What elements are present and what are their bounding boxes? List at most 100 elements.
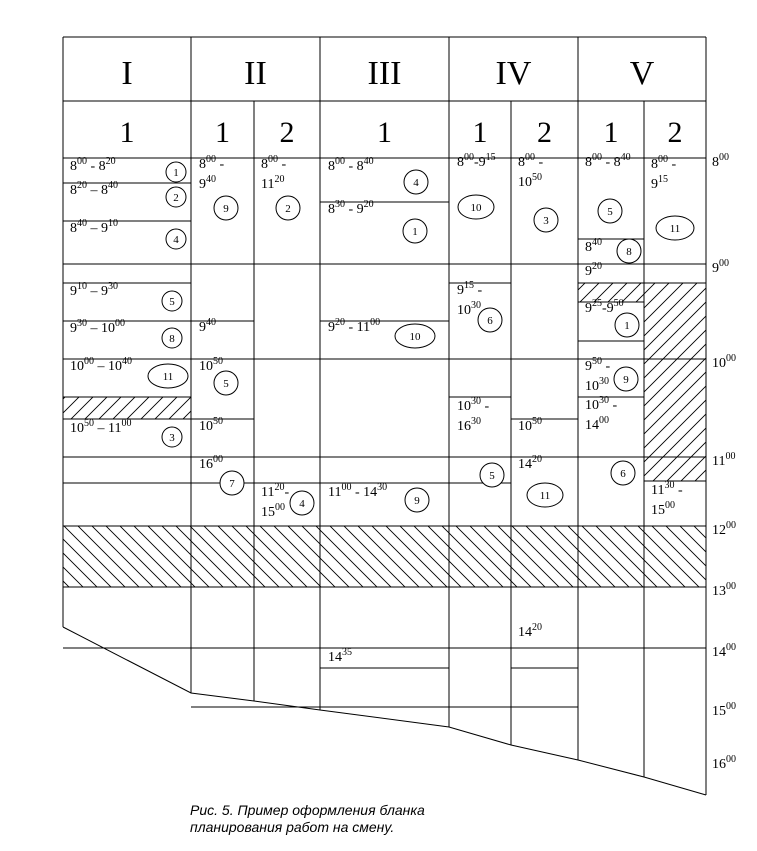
slot-time-15-1: 800​ - 840​ xyxy=(328,156,374,174)
svg-text:1: 1 xyxy=(173,167,179,179)
task-number-badge: 10 xyxy=(394,323,436,349)
slot-time-27-1: 1420​ xyxy=(518,622,542,640)
task-number-badge: 5 xyxy=(213,370,239,396)
svg-text:6: 6 xyxy=(620,468,626,480)
svg-text:5: 5 xyxy=(489,470,495,482)
hour-label-4: 1100​ xyxy=(712,451,735,469)
slot-time-10-1: 1050​ xyxy=(199,356,223,374)
slot-time-13-1: 800​ - xyxy=(261,154,287,172)
task-number-badge: 1 xyxy=(402,218,428,244)
slot-time-33-2: 1400​ xyxy=(585,415,609,433)
task-number-badge: 5 xyxy=(597,198,623,224)
shift-subheader-8: 2 xyxy=(668,116,683,149)
form-bottom-edge xyxy=(62,626,707,796)
task-number-badge: 1 xyxy=(165,161,187,183)
slot-time-35-2: 915​ xyxy=(651,174,668,192)
svg-text:2: 2 xyxy=(285,203,291,215)
workplace-header-5: V xyxy=(630,55,655,92)
slot-time-16-1: 830​ - 920​ xyxy=(328,199,374,217)
svg-text:3: 3 xyxy=(543,215,549,227)
svg-text:10: 10 xyxy=(410,331,422,343)
shift-subheader-3: 2 xyxy=(280,116,295,149)
svg-text:9: 9 xyxy=(414,495,420,507)
task-number-badge: 2 xyxy=(275,195,301,221)
slot-time-33-1: 1030​ - xyxy=(585,395,618,413)
slot-time-30-1: 920​ xyxy=(585,261,602,279)
slot-time-31-1: 925​-950​ xyxy=(585,298,624,316)
task-number-badge: 6 xyxy=(610,460,636,486)
slot-time-26-1: 1420​ xyxy=(518,454,542,472)
svg-text:5: 5 xyxy=(223,378,229,390)
hour-label-7: 1400​ xyxy=(712,642,736,660)
task-number-badge: 4 xyxy=(403,169,429,195)
slot-time-8-2: 940​ xyxy=(199,174,216,192)
slot-time-24-2: 1050​ xyxy=(518,172,542,190)
svg-text:8: 8 xyxy=(626,246,632,258)
shift-subheader-4: 1 xyxy=(377,116,392,149)
slot-time-12-1: 1600​ xyxy=(199,454,223,472)
slot-time-36-2: 1500​ xyxy=(651,500,675,518)
task-number-badge: 9 xyxy=(213,195,239,221)
svg-text:10: 10 xyxy=(471,202,483,214)
slot-time-18-1: 1100​ - 1430​ xyxy=(328,482,387,500)
slot-time-21-1: 915​ - xyxy=(457,280,483,298)
slot-time-6-1: 1000​ – 1040​ xyxy=(70,356,132,374)
task-number-badge: 4 xyxy=(289,490,315,516)
task-number-badge: 1 xyxy=(614,312,640,338)
svg-text:7: 7 xyxy=(229,478,235,490)
workplace-header-4: IV xyxy=(496,55,532,92)
task-number-badge: 7 xyxy=(219,470,245,496)
break-hatch-col-7 xyxy=(578,283,644,302)
slot-time-14-1: 1120​- xyxy=(261,482,289,500)
workplace-header-2: II xyxy=(244,55,267,92)
slot-time-22-2: 1630​ xyxy=(457,416,481,434)
svg-text:4: 4 xyxy=(299,498,305,510)
task-number-badge: 9 xyxy=(613,366,639,392)
svg-text:9: 9 xyxy=(623,374,629,386)
svg-text:11: 11 xyxy=(670,223,681,235)
svg-text:4: 4 xyxy=(413,177,419,189)
svg-text:5: 5 xyxy=(607,206,613,218)
task-number-badge: 2 xyxy=(165,186,187,208)
slot-time-22-1: 1030​ - xyxy=(457,396,490,414)
svg-text:8: 8 xyxy=(169,333,175,345)
slot-time-25-1: 1050​ xyxy=(518,416,542,434)
slot-time-3-1: 840​ – 910​ xyxy=(70,218,118,236)
shift-subheader-5: 1 xyxy=(473,116,488,149)
slot-time-2-1: 820​ – 840​ xyxy=(70,180,118,198)
svg-text:1: 1 xyxy=(412,226,418,238)
shift-subheader-6: 2 xyxy=(537,116,552,149)
slot-time-4-1: 910​ – 930​ xyxy=(70,281,118,299)
task-number-badge: 3 xyxy=(161,426,183,448)
slot-time-32-2: 1030​ xyxy=(585,376,609,394)
svg-text:11: 11 xyxy=(540,490,551,502)
slot-time-28-1: 800​ - 840​ xyxy=(585,152,631,170)
hour-label-9: 1600​ xyxy=(712,754,736,772)
slot-time-9-1: 940​ xyxy=(199,317,216,335)
svg-text:2: 2 xyxy=(173,192,179,204)
slot-time-19-1: 1435​ xyxy=(328,647,352,665)
task-number-badge: 5 xyxy=(479,462,505,488)
hour-label-3: 1000​ xyxy=(712,353,736,371)
hour-label-5: 1200​ xyxy=(712,520,736,538)
caption-line-1: Рис. 5. Пример оформления бланка xyxy=(190,802,425,818)
break-hatch-col-1 xyxy=(63,397,191,419)
task-number-badge: 8 xyxy=(161,327,183,349)
hour-label-2: 900​ xyxy=(712,258,729,276)
slot-time-14-2: 1500​ xyxy=(261,502,285,520)
slot-time-8-1: 800​ - xyxy=(199,154,225,172)
lunch-break-hatch xyxy=(63,526,706,587)
slot-time-35-1: 800​ - xyxy=(651,154,677,172)
svg-text:5: 5 xyxy=(169,296,175,308)
task-number-badge: 6 xyxy=(477,307,503,333)
hour-label-6: 1300​ xyxy=(712,581,736,599)
shift-subheader-1: 1 xyxy=(120,116,135,149)
task-number-badge: 11 xyxy=(526,482,564,508)
task-number-badge: 11 xyxy=(655,215,695,241)
task-number-badge: 5 xyxy=(161,290,183,312)
task-number-badge: 11 xyxy=(147,363,189,389)
slot-time-36-1: 1130​ - xyxy=(651,480,683,498)
hour-label-1: 800​ xyxy=(712,152,729,170)
workplace-header-1: I xyxy=(121,55,132,92)
